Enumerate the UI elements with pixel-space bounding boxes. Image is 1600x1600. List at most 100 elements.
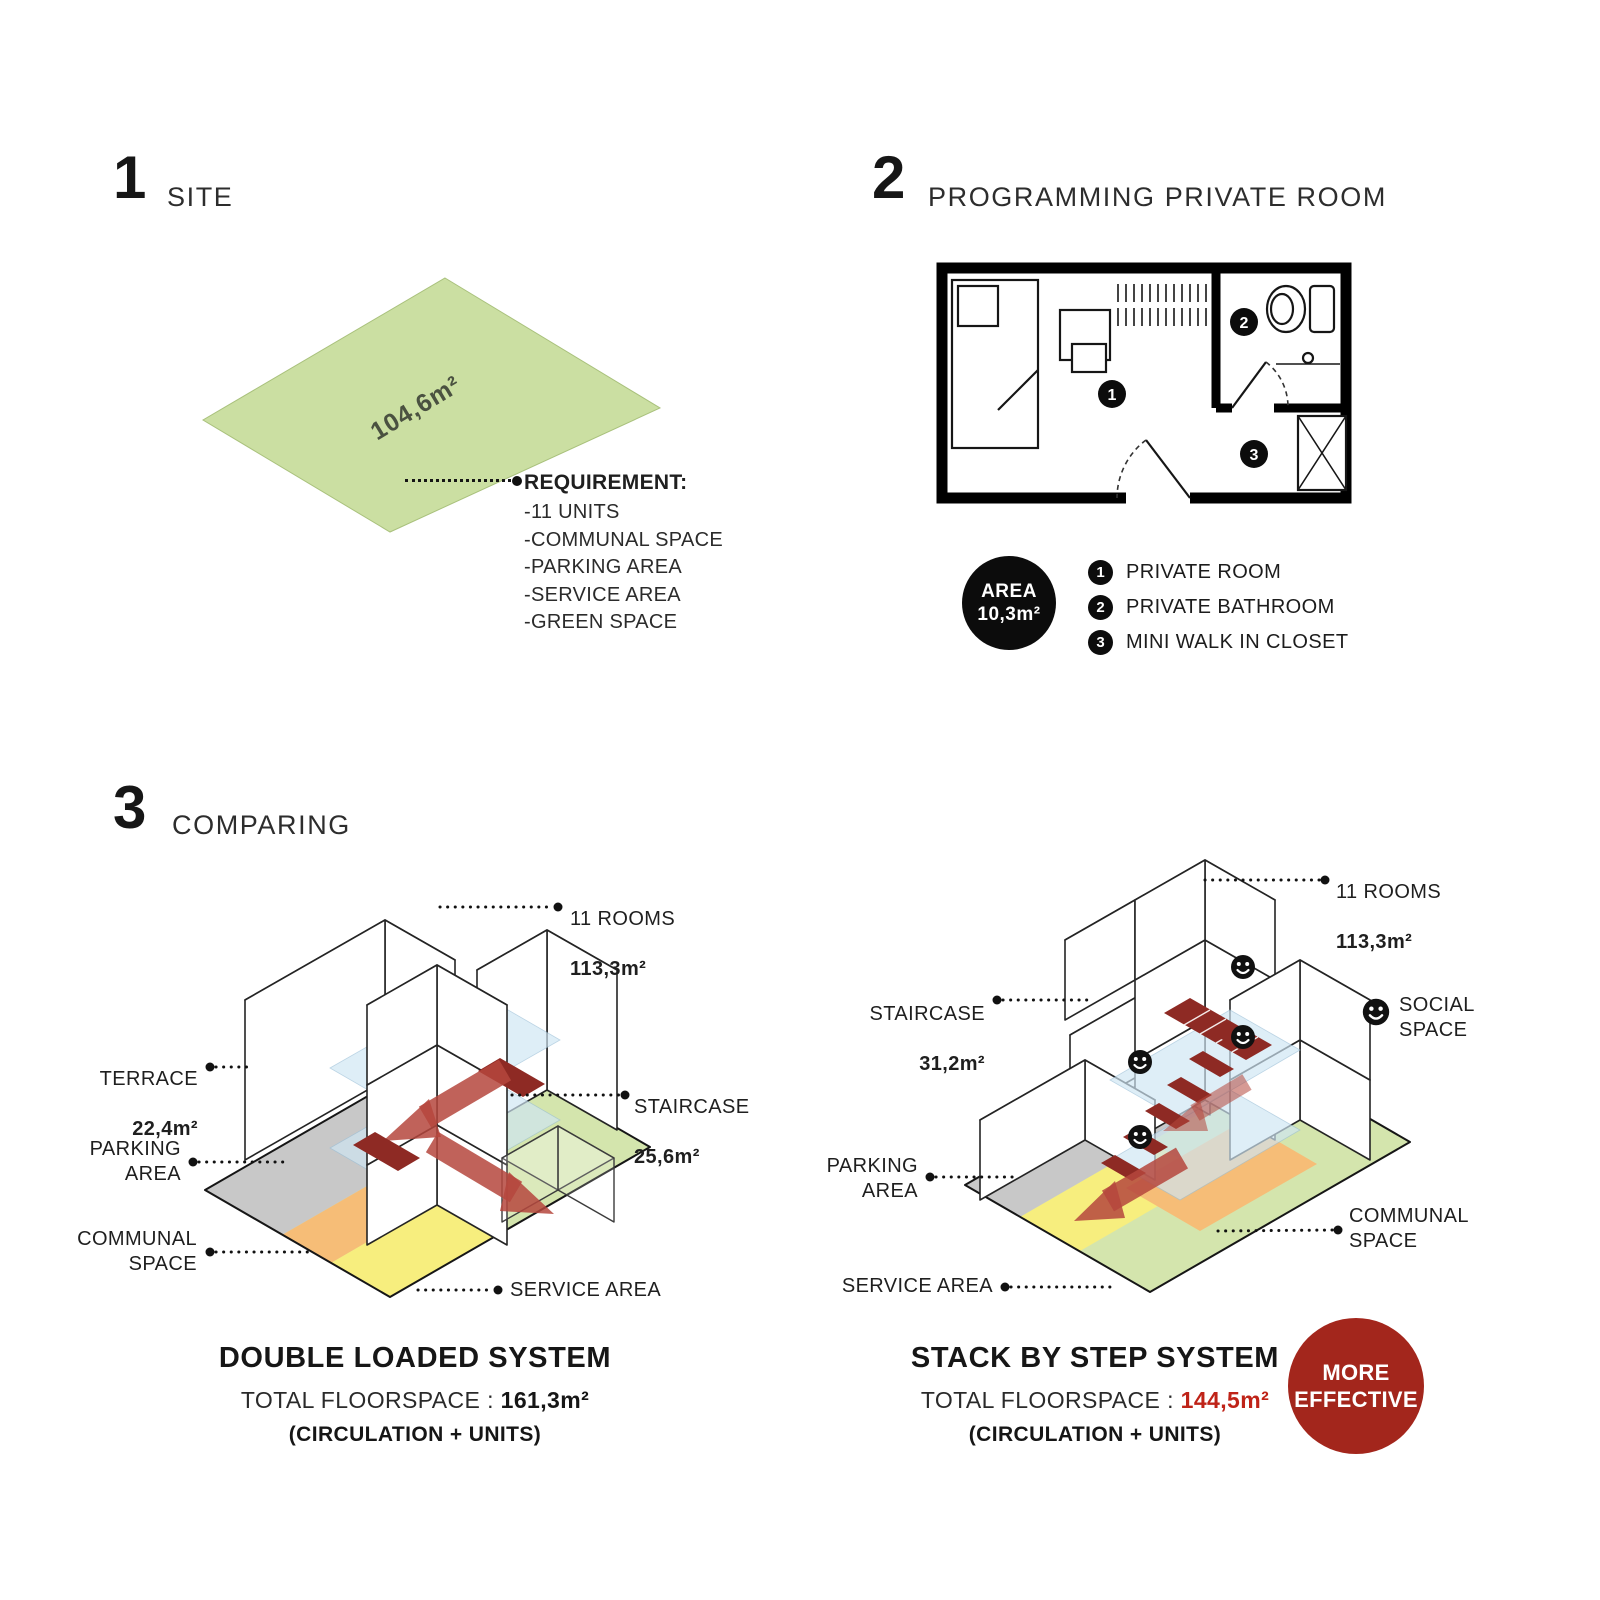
label-11-rooms-left: 11 ROOMS 113,3m² <box>570 882 675 1007</box>
label-parking-right: PARKING AREA <box>826 1155 918 1202</box>
requirement-block: REQUIREMENT: -11 UNITS -COMMUNAL SPACE -… <box>524 471 804 637</box>
rooms-label: 11 ROOMS <box>1336 881 1442 903</box>
label-staircase-right: STAIRCASE 31,2m² <box>843 977 985 1102</box>
plan-marker-3 <box>1240 440 1268 468</box>
requirement-item: -11 UNITS <box>524 501 620 523</box>
area-value: 10,3m² <box>977 603 1041 625</box>
leader-lines <box>188 902 630 1295</box>
staircase-arrow <box>1074 1181 1125 1221</box>
requirement-item: -COMMUNAL SPACE <box>524 528 723 551</box>
area-badge: AREA 10,3m² <box>962 556 1056 650</box>
legend-label-1: PRIVATE ROOM <box>1126 561 1282 583</box>
label-staircase-left: STAIRCASE 25,6m² <box>634 1070 749 1195</box>
label-communal-left: COMMUNAL SPACE <box>77 1228 197 1275</box>
double-loaded-diagram <box>188 902 651 1298</box>
legend-item: 2 PRIVATE BATHROOM <box>1088 595 1348 620</box>
plan-legend: 1 PRIVATE ROOM 2 PRIVATE BATHROOM 3 MINI… <box>1088 560 1348 665</box>
terrace-label: TERRACE <box>99 1068 198 1090</box>
social-space-legend-icon <box>1361 997 1391 1027</box>
circulation-note-right: (CIRCULATION + UNITS) <box>968 1423 1222 1446</box>
label-communal-right: COMMUNAL SPACE <box>1349 1205 1469 1252</box>
label-parking-left: PARKING AREA <box>89 1138 181 1185</box>
closet-box <box>1296 414 1348 492</box>
leader-line <box>405 479 511 482</box>
section1-number: 1 <box>113 144 147 211</box>
system-title-right: STACK BY STEP SYSTEM <box>910 1342 1280 1374</box>
door-opening <box>1126 491 1190 505</box>
section3-number: 3 <box>113 774 147 841</box>
bed-icon <box>950 278 1040 450</box>
staircase-label: STAIRCASE <box>634 1096 750 1118</box>
double-loaded-summary: DOUBLE LOADED SYSTEM TOTAL FLOORSPACE : … <box>180 1342 650 1447</box>
label-terrace: TERRACE 22,4m² <box>60 1042 198 1167</box>
leader-lines <box>925 875 1343 1292</box>
stack-by-step-diagram <box>925 859 1411 1293</box>
bathroom-wall <box>1211 268 1346 413</box>
label-service-left: SERVICE AREA <box>510 1279 662 1301</box>
legend-marker-1: 1 <box>1088 560 1113 585</box>
plan-marker-2 <box>1230 308 1258 336</box>
floorspace-line-left: TOTAL FLOORSPACE : 161,3m² <box>180 1387 650 1414</box>
entry-door-leaf <box>1145 439 1191 499</box>
floorspace-line-right: TOTAL FLOORSPACE : 144,5m² <box>860 1387 1330 1414</box>
rooms-label: 11 ROOMS <box>570 908 676 930</box>
section2-title: PROGRAMMING PRIVATE ROOM <box>928 182 1387 212</box>
legend-marker-2: 2 <box>1088 595 1113 620</box>
social-space-icon <box>1126 1123 1154 1151</box>
leader-dot <box>512 476 522 486</box>
plan-marker-1-num: 1 <box>1108 387 1117 404</box>
terrace-value: 22,4m² <box>132 1118 198 1140</box>
staircase-value: 31,2m² <box>919 1053 985 1075</box>
center-stack <box>366 964 508 1246</box>
rooms-value: 113,3m² <box>570 958 647 980</box>
label-11-rooms-right: 11 ROOMS 113,3m² <box>1336 855 1441 980</box>
floorspace-value: 161,3m² <box>500 1387 590 1413</box>
legend-label-3: MINI WALK IN CLOSET <box>1126 631 1349 653</box>
legend-marker-3: 3 <box>1088 630 1113 655</box>
requirement-item: -GREEN SPACE <box>524 611 678 633</box>
plan-marker-3-num: 3 <box>1250 447 1259 464</box>
rooms-value: 113,3m² <box>1336 931 1413 953</box>
more-effective-badge: MORE EFFECTIVE <box>1288 1318 1424 1454</box>
desk-icon <box>1058 308 1112 374</box>
requirement-item: -SERVICE AREA <box>524 583 681 606</box>
stack-by-step-summary: STACK BY STEP SYSTEM TOTAL FLOORSPACE : … <box>860 1342 1330 1447</box>
area-label: AREA <box>981 580 1037 602</box>
legend-label-2: PRIVATE BATHROOM <box>1126 596 1335 618</box>
plan-marker-1 <box>1098 380 1126 408</box>
legend-item: 1 PRIVATE ROOM <box>1088 560 1348 585</box>
legend-item: 3 MINI WALK IN CLOSET <box>1088 630 1348 655</box>
social-space-icon <box>1229 953 1257 981</box>
requirement-title: REQUIREMENT: <box>524 471 688 494</box>
bathroom-door-swing-arc <box>1265 361 1289 409</box>
stair-landing <box>353 1132 420 1171</box>
sink-icon <box>1276 351 1340 365</box>
bathroom-door-leaf <box>1231 361 1267 409</box>
social-space-icon <box>1126 1048 1154 1076</box>
staircase-label: STAIRCASE <box>869 1003 985 1025</box>
floorspace-label: TOTAL FLOORSPACE : <box>240 1387 494 1413</box>
floorspace-value: 144,5m² <box>1180 1387 1270 1413</box>
section3-title: COMPARING <box>172 810 351 840</box>
shelf-hatch <box>1117 284 1207 326</box>
staircase-arrows <box>353 1058 554 1214</box>
staircase-value: 25,6m² <box>634 1146 700 1168</box>
pillow-icon <box>956 284 1000 328</box>
section2-number: 2 <box>872 144 906 211</box>
circulation-note-left: (CIRCULATION + UNITS) <box>288 1423 542 1446</box>
label-service-right: SERVICE AREA <box>841 1275 993 1297</box>
floorspace-label: TOTAL FLOORSPACE : <box>920 1387 1174 1413</box>
staircase-arrow <box>1163 1100 1208 1131</box>
requirement-item: -PARKING AREA <box>524 556 683 578</box>
site-parcel <box>202 277 662 533</box>
system-title-left: DOUBLE LOADED SYSTEM <box>218 1342 612 1374</box>
section1-title: SITE <box>167 182 234 212</box>
social-space-icon <box>1229 1023 1257 1051</box>
toilet-icon <box>1265 284 1336 334</box>
plan-marker-2-num: 2 <box>1240 315 1249 332</box>
floor-plan: 1 2 3 <box>936 262 1352 505</box>
staircase-arrow <box>383 1099 441 1141</box>
staircase-arrow <box>500 1172 554 1214</box>
label-social-space: SOCIAL SPACE <box>1399 994 1475 1041</box>
